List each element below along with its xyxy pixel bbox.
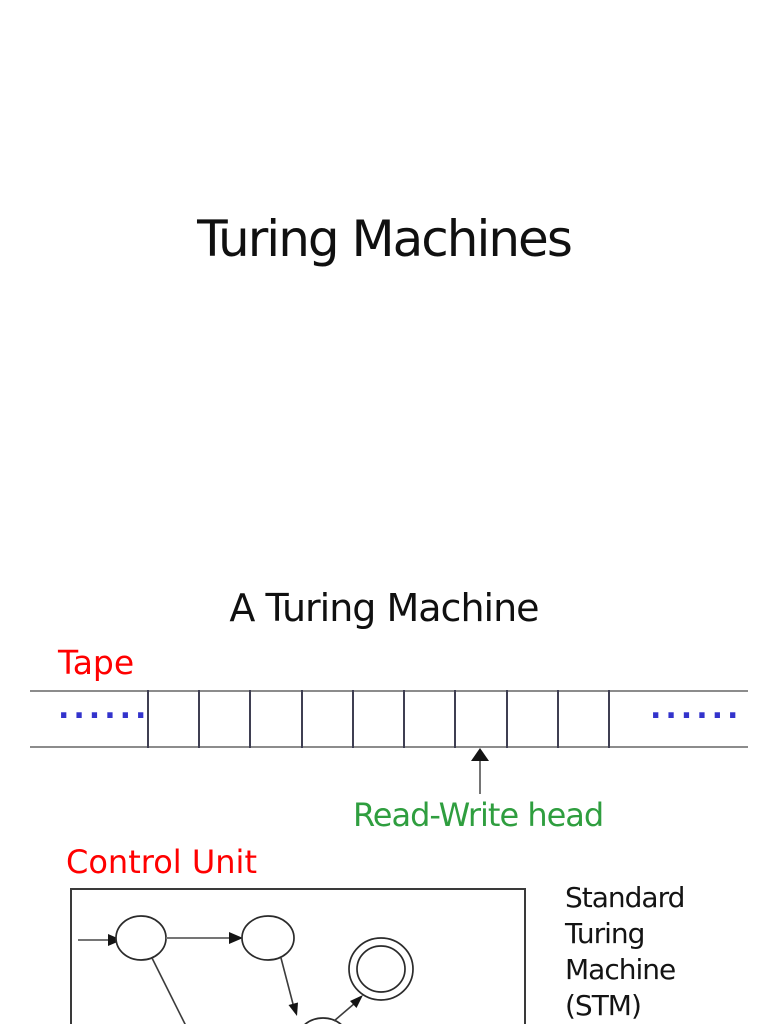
tape-cell-divider (506, 690, 508, 748)
tape-cell-divider (352, 690, 354, 748)
read-write-head-arrow (479, 758, 481, 794)
tape-bottom-line (30, 746, 748, 748)
tape-cell-divider (147, 690, 149, 748)
slide2-title: A Turing Machine (229, 586, 539, 630)
tape-cell-divider (403, 690, 405, 748)
stm-caption-line: Machine (565, 953, 676, 986)
stm-caption: Standard Turing Machine (STM) (565, 880, 685, 1024)
tape-dots-left: ...... (58, 691, 151, 726)
slide1-title: Turing Machines (197, 210, 573, 268)
stm-caption-line: Standard (565, 881, 685, 914)
tape-cell-divider (608, 690, 610, 748)
tape-dots-right: ...... (650, 691, 743, 726)
tape-cell-divider (454, 690, 456, 748)
tape-label: Tape (58, 643, 135, 682)
stm-caption-line: (STM) (565, 989, 642, 1022)
stm-caption-line: Turing (565, 917, 645, 950)
control-unit-box (70, 888, 526, 1024)
tape-cell-divider (557, 690, 559, 748)
read-write-head-arrow-tip-icon (471, 748, 489, 761)
tape-cell-divider (301, 690, 303, 748)
read-write-head-label: Read-Write head (353, 796, 604, 834)
tape-cell-divider (198, 690, 200, 748)
control-unit-label: Control Unit (66, 843, 257, 881)
tape-cell-divider (249, 690, 251, 748)
tape-top-line (30, 690, 748, 692)
